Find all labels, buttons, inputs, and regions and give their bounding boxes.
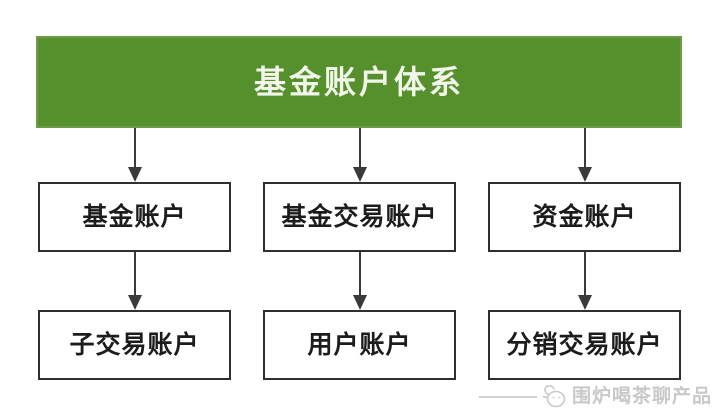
connector-arrow-header-to-fund-account	[128, 128, 142, 182]
diagram-title: 基金账户体系	[253, 64, 464, 100]
arrow-head-icon	[128, 167, 142, 182]
connector-arrow-header-to-capital-account	[578, 128, 592, 182]
node-fund-trading-account: 基金交易账户	[263, 182, 456, 252]
node-label: 基金交易账户	[281, 203, 438, 231]
node-distribution-trading-account: 分销交易账户	[488, 310, 681, 380]
watermark: 围炉喝茶聊产品	[478, 383, 712, 410]
watermark-text: 围炉喝茶聊产品	[571, 386, 712, 407]
connector-arrow-fund-trading-account-to-user-account	[353, 252, 367, 310]
arrow-shaft	[134, 252, 136, 295]
connector-arrow-header-to-fund-trading-account	[353, 128, 367, 182]
arrow-shaft	[134, 128, 136, 167]
arrow-head-icon	[578, 167, 592, 182]
watermark-dash	[478, 395, 537, 398]
node-label: 子交易账户	[69, 331, 200, 359]
node-fund-account: 基金账户	[38, 182, 231, 252]
node-sub-trading-account: 子交易账户	[38, 310, 231, 380]
node-capital-account: 资金账户	[488, 182, 681, 252]
node-label: 资金账户	[532, 203, 637, 231]
node-label: 分销交易账户	[506, 331, 663, 359]
arrow-head-icon	[578, 295, 592, 310]
arrow-shaft	[584, 252, 586, 295]
node-user-account: 用户账户	[263, 310, 456, 380]
arrow-shaft	[359, 252, 361, 295]
arrow-shaft	[584, 128, 586, 167]
connector-arrow-fund-account-to-sub-trading-account	[128, 252, 142, 310]
teapot-doodle-icon	[542, 385, 566, 408]
diagram-header-banner: 基金账户体系	[36, 36, 682, 128]
arrow-head-icon	[353, 167, 367, 182]
connector-arrow-capital-account-to-distribution-trading-account	[578, 252, 592, 310]
arrow-head-icon	[128, 295, 142, 310]
node-label: 基金账户	[82, 203, 187, 231]
node-label: 用户账户	[307, 331, 412, 359]
arrow-shaft	[359, 128, 361, 167]
arrow-head-icon	[353, 295, 367, 310]
